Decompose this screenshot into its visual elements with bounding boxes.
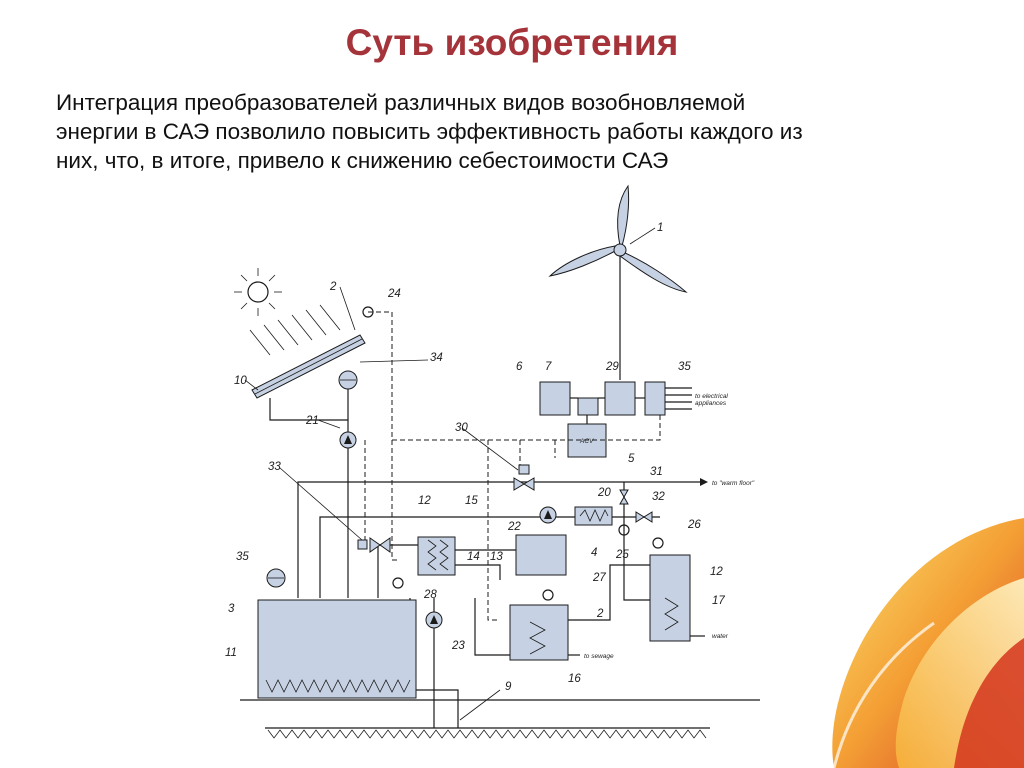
svg-text:15: 15 (465, 495, 478, 507)
svg-text:31: 31 (650, 466, 663, 478)
floor-heating-9 (265, 727, 710, 739)
tank-3 (257, 599, 417, 699)
body-line-1: Интеграция преобразователей различных ви… (56, 90, 746, 115)
body-line-3: них, что, в итоге, привело к снижению се… (56, 148, 669, 173)
svg-text:2: 2 (329, 281, 337, 293)
svg-text:17: 17 (712, 595, 725, 607)
svg-text:13: 13 (490, 551, 503, 563)
svg-text:34: 34 (430, 352, 443, 364)
diagram-labels: 1 2 3 4 5 6 7 9 10 11 12 12 13 14 15 16 … (225, 222, 725, 693)
svg-text:11: 11 (225, 647, 237, 659)
sensor-26 (652, 537, 664, 549)
svg-text:14: 14 (467, 551, 480, 563)
sewage-text: to sewage (584, 653, 614, 660)
svg-text:27: 27 (592, 572, 606, 584)
svg-text:33: 33 (268, 461, 281, 473)
svg-text:29: 29 (605, 361, 619, 373)
svg-text:25: 25 (615, 549, 629, 561)
block-4 (515, 534, 567, 576)
valve-33 (357, 537, 391, 553)
solar-rays (249, 304, 341, 356)
svg-text:20: 20 (597, 487, 611, 499)
block-29 (604, 381, 636, 416)
pipes (269, 380, 705, 728)
pump-21 (339, 431, 357, 449)
valve-31 (619, 489, 629, 505)
valve-30 (513, 464, 535, 491)
warm-floor-text: to "warm floor" (712, 480, 755, 487)
heater-20 (574, 506, 613, 526)
svg-text:12: 12 (710, 566, 723, 578)
gauge-34 (338, 370, 358, 390)
svg-text:3: 3 (228, 603, 235, 615)
svg-text:30: 30 (455, 422, 468, 434)
leader-lines (244, 227, 656, 721)
sensor-28 (392, 577, 404, 589)
svg-text:7: 7 (545, 361, 552, 373)
svg-text:23: 23 (451, 640, 465, 652)
svg-text:2: 2 (596, 608, 604, 620)
svg-text:6: 6 (516, 361, 523, 373)
body-line-2: энергии в САЭ позволило повысить эффекти… (56, 119, 803, 144)
acv-label: ACV (579, 438, 594, 445)
sensor-27 (542, 589, 554, 601)
svg-text:4: 4 (591, 547, 597, 559)
block-6 (539, 381, 571, 416)
svg-text:5: 5 (628, 453, 635, 465)
wind-turbine (548, 184, 688, 380)
tank-12-right (649, 554, 691, 642)
block-35-distribution (644, 381, 666, 416)
svg-text:12: 12 (418, 495, 431, 507)
svg-text:16: 16 (568, 673, 581, 685)
svg-text:10: 10 (234, 375, 247, 387)
svg-text:1: 1 (657, 222, 663, 234)
slide-body: Интеграция преобразователей различных ви… (56, 88, 1006, 175)
svg-text:32: 32 (652, 491, 665, 503)
svg-text:35: 35 (678, 361, 691, 373)
solar-collector (251, 334, 366, 399)
pump-23 (425, 611, 443, 629)
svg-text:24: 24 (387, 288, 401, 300)
svg-text:21: 21 (305, 415, 319, 427)
sensor-25 (618, 524, 630, 536)
water-text: water (712, 633, 729, 640)
svg-text:26: 26 (687, 519, 701, 531)
svg-text:9: 9 (505, 681, 512, 693)
heat-exchanger-12 (417, 536, 456, 576)
electrical-output-arrows (665, 387, 692, 410)
sun-icon (234, 268, 282, 316)
svg-text:22: 22 (507, 521, 521, 533)
slide-title: Суть изобретения (345, 22, 679, 63)
svg-text:35: 35 (236, 551, 249, 563)
electrical-text-2: appliances (695, 400, 727, 407)
pump-22 (539, 506, 557, 524)
flame-decoration (832, 518, 1024, 768)
electrical-text-1: to electrical (695, 393, 728, 400)
block-7 (577, 397, 599, 416)
svg-text:28: 28 (423, 589, 437, 601)
gauge-35 (266, 568, 286, 588)
valve-32 (635, 511, 653, 523)
sensor-24 (362, 306, 374, 318)
boiler-2 (509, 604, 569, 661)
